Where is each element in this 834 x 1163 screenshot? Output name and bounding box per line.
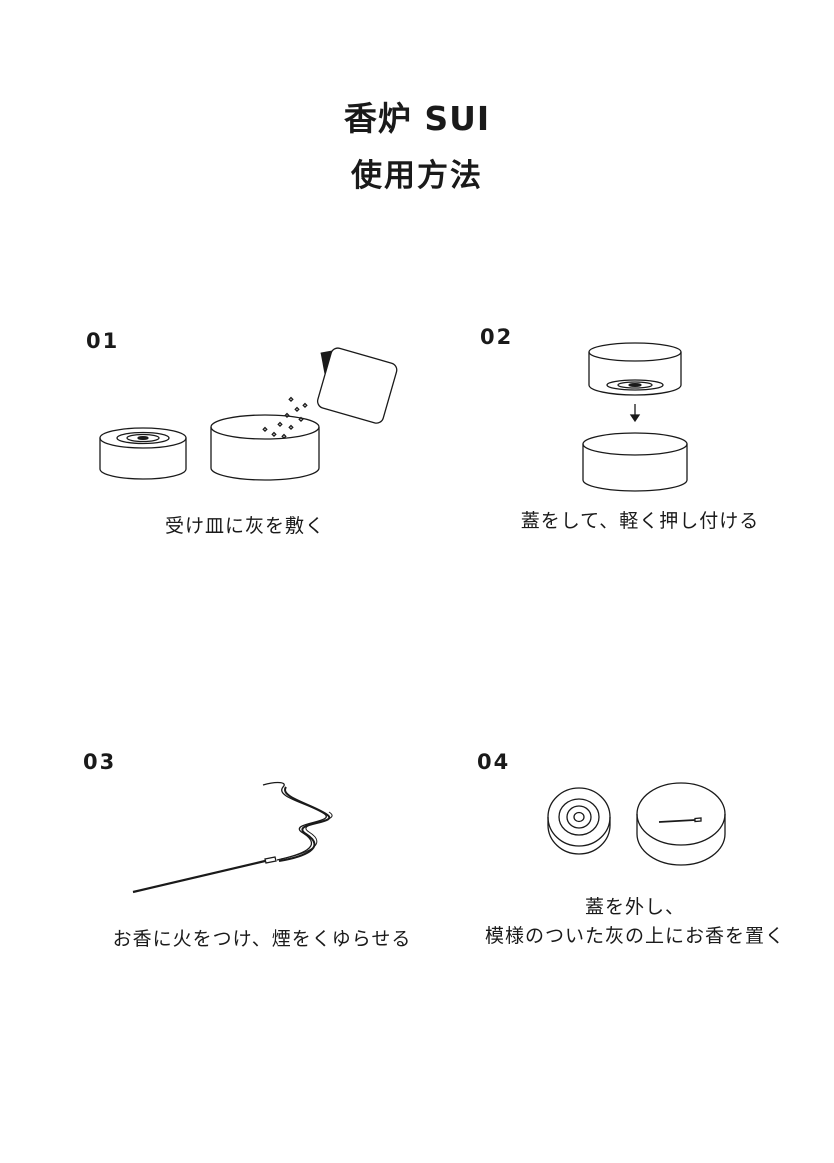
step-4-number: 04: [477, 750, 511, 774]
step-1-caption: 受け皿に灰を敷く: [164, 515, 325, 537]
step-4-illustration-placing-incense: [545, 780, 730, 870]
step-3-smoke: [263, 783, 332, 861]
step-1-container: [211, 415, 319, 480]
step-2-lid: [589, 343, 681, 395]
step-2-container: [583, 433, 687, 491]
step-1-number: 01: [86, 329, 120, 353]
step-3-caption: お香に火をつけ、煙をくゆらせる: [112, 928, 412, 950]
step-3-incense-stick: [133, 857, 276, 892]
page-subtitle: 使用方法: [351, 158, 483, 194]
step-1-illustration-pouring-ash: [90, 340, 400, 490]
page-title: 香炉 SUI: [343, 99, 491, 138]
step-4-caption: 蓋を外し、 模様のついた灰の上にお香を置く: [470, 893, 800, 951]
step-3-number: 03: [83, 750, 117, 774]
step-4-container: [637, 783, 725, 865]
step-4-caption-line-1: 蓋を外し、: [584, 896, 685, 918]
step-2-caption: 蓋をして、軽く押し付ける: [520, 510, 760, 532]
step-1-tray: [100, 428, 186, 479]
step-3-illustration-lit-incense: [125, 775, 340, 900]
step-4-caption-line-2: 模様のついた灰の上にお香を置く: [484, 925, 785, 947]
step-2-number: 02: [480, 325, 514, 349]
step-1-ash-box: [306, 344, 398, 425]
step-4-lid: [548, 788, 610, 854]
step-1-ash-particles: [263, 398, 307, 439]
down-arrow-icon: [631, 404, 639, 421]
step-2-illustration-pressing-lid: [575, 340, 700, 495]
